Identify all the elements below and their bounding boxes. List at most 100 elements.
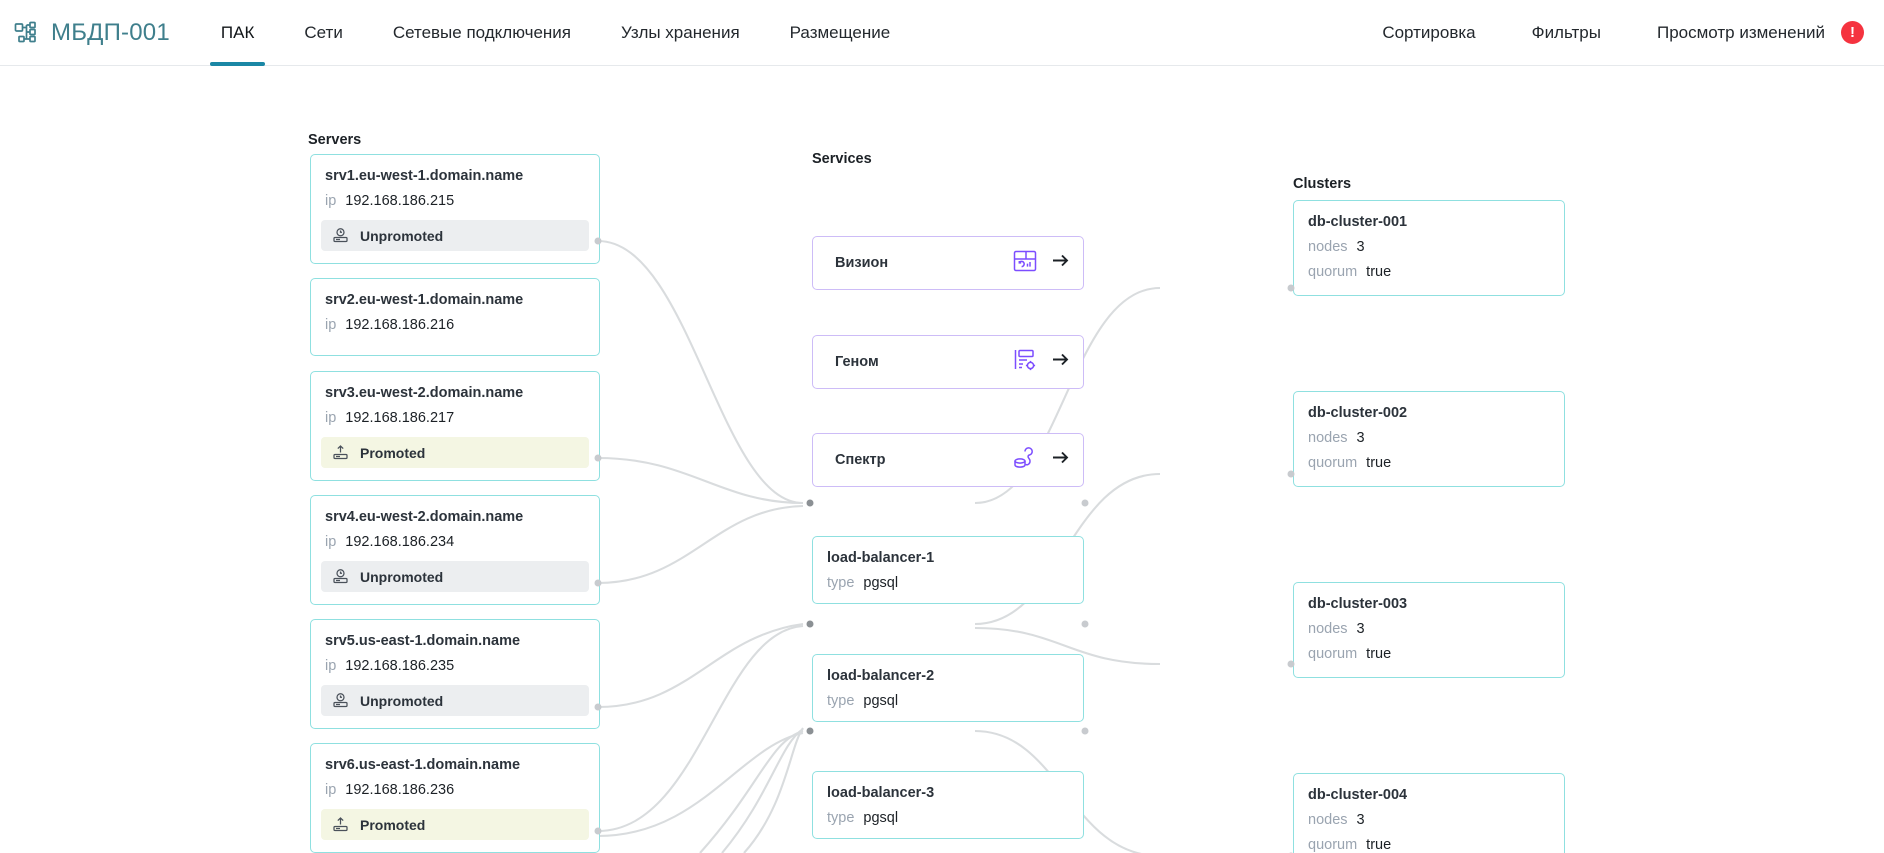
load-balancer-name: load-balancer-2 [827,668,935,684]
cluster-name: db-cluster-003 [1308,596,1408,612]
server-card[interactable]: srv2.eu-west-1.domain.name ip 192.168.18… [310,278,600,356]
load-balancer-card[interactable]: load-balancer-2 type pgsql [812,654,1084,722]
cluster-quorum-key: quorum [1308,455,1358,471]
header-actions: Сортировка Фильтры Просмотр изменений ! [1354,21,1884,44]
server-output-handle[interactable] [594,703,602,711]
upload-server-icon [332,444,349,461]
column-label-services: Services [812,151,872,167]
database-probe-icon[interactable] [1012,445,1038,476]
server-status-badge[interactable]: Unpromoted [321,220,589,251]
sort-button[interactable]: Сортировка [1382,22,1476,42]
cluster-card[interactable]: db-cluster-003 nodes 3 quorum true [1293,582,1565,678]
main-tabs: ПАК Сети Сетевые подключения Узлы хранен… [196,0,915,66]
cluster-nodes-key: nodes [1308,430,1348,446]
server-ip-key: ip [325,534,337,550]
server-status-badge[interactable]: Unpromoted [321,685,589,716]
lb-input-handle[interactable] [806,499,814,507]
dashboard-grid-icon[interactable] [1012,248,1038,279]
cluster-input-handle[interactable] [1287,284,1295,292]
cluster-input-handle[interactable] [1287,470,1295,478]
cluster-nodes-value: 3 [1356,430,1365,446]
cluster-quorum-value: true [1366,837,1392,853]
tab-seti[interactable]: Сети [304,22,343,42]
app-header: МБДП-001 ПАК Сети Сетевые подключения Уз… [0,0,1884,66]
upload-server-icon [332,816,349,833]
service-card[interactable]: Спектр [812,433,1084,487]
column-label-servers: Servers [308,132,362,148]
server-status-badge[interactable]: Unpromoted [321,561,589,592]
cluster-nodes-row: nodes 3 [1294,803,1564,828]
server-ip-key: ip [325,317,337,333]
tab-pak[interactable]: ПАК [196,0,279,66]
server-status-badge[interactable]: Promoted [321,437,589,468]
server-name: srv4.eu-west-2.domain.name [325,509,524,525]
cluster-nodes-key: nodes [1308,239,1348,255]
load-balancer-card[interactable]: load-balancer-3 type pgsql [812,771,1084,839]
server-ip-key: ip [325,193,337,209]
service-name: Геном [835,354,879,370]
server-gear-icon[interactable] [1012,347,1038,378]
topology-canvas[interactable]: Servers Services Clusters srv1.eu-west-1… [0,66,1884,853]
server-status-label: Unpromoted [360,227,444,244]
cluster-quorum-row: quorum true [1294,637,1564,662]
arrow-right-icon[interactable] [1050,250,1071,276]
view-changes-button[interactable]: Просмотр изменений [1656,22,1825,42]
cluster-card[interactable]: db-cluster-002 nodes 3 quorum true [1293,391,1565,487]
load-balancer-card[interactable]: load-balancer-1 type pgsql [812,536,1084,604]
lb-output-handle[interactable] [1081,620,1089,628]
load-balancer-type-key: type [827,693,855,709]
lb-input-handle[interactable] [806,620,814,628]
server-output-handle[interactable] [594,237,602,245]
server-ip-row: ip 192.168.186.236 [311,773,599,798]
server-card[interactable]: srv4.eu-west-2.domain.name ip 192.168.18… [310,495,600,605]
lb-output-handle[interactable] [1081,499,1089,507]
server-name: srv5.us-east-1.domain.name [325,633,521,649]
server-card[interactable]: srv6.us-east-1.domain.name ip 192.168.18… [310,743,600,853]
load-balancer-type-row: type pgsql [813,801,1083,826]
cluster-input-handle[interactable] [1287,660,1295,668]
server-ip-value: 192.168.186.215 [345,193,455,209]
service-card[interactable]: Геном [812,335,1084,389]
server-ip-row: ip 192.168.186.217 [311,401,599,426]
cluster-nodes-key: nodes [1308,621,1348,637]
server-status-label: Unpromoted [360,692,444,709]
cluster-card[interactable]: db-cluster-001 nodes 3 quorum true [1293,200,1565,296]
lb-input-handle[interactable] [806,727,814,735]
load-balancer-type-key: type [827,575,855,591]
server-card[interactable]: srv3.eu-west-2.domain.name ip 192.168.18… [310,371,600,481]
server-output-handle[interactable] [594,827,602,835]
arrow-right-icon[interactable] [1050,447,1071,473]
load-balancer-type-row: type pgsql [813,566,1083,591]
server-status-badge[interactable]: Promoted [321,809,589,840]
server-ip-value: 192.168.186.235 [345,658,455,674]
load-balancer-type-value: pgsql [863,575,899,591]
load-balancer-type-key: type [827,810,855,826]
server-name: srv2.eu-west-1.domain.name [325,292,524,308]
server-card[interactable]: srv1.eu-west-1.domain.name ip 192.168.18… [310,154,600,264]
cluster-card[interactable]: db-cluster-004 nodes 3 quorum true [1293,773,1565,853]
cluster-name: db-cluster-004 [1308,787,1408,803]
cluster-quorum-key: quorum [1308,264,1358,280]
tab-storage-nodes[interactable]: Узлы хранения [621,22,740,42]
arrow-right-icon[interactable] [1050,349,1071,375]
server-output-handle[interactable] [594,579,602,587]
server-output-handle[interactable] [594,454,602,462]
alert-badge-icon[interactable]: ! [1841,21,1864,44]
brand: МБДП-001 [0,19,196,47]
tab-placement[interactable]: Размещение [789,22,891,42]
cluster-nodes-value: 3 [1356,812,1365,828]
service-card[interactable]: Визион [812,236,1084,290]
tab-network-connections[interactable]: Сетевые подключения [392,22,571,42]
cluster-quorum-key: quorum [1308,837,1358,853]
cluster-nodes-value: 3 [1356,621,1365,637]
lb-output-handle[interactable] [1081,727,1089,735]
server-ip-row: ip 192.168.186.234 [311,525,599,550]
cluster-nodes-row: nodes 3 [1294,421,1564,446]
clock-server-icon [332,568,349,585]
filters-button[interactable]: Фильтры [1531,22,1601,42]
cluster-nodes-key: nodes [1308,812,1348,828]
cluster-quorum-value: true [1366,646,1392,662]
server-card[interactable]: srv5.us-east-1.domain.name ip 192.168.18… [310,619,600,729]
clock-server-icon [332,692,349,709]
server-ip-value: 192.168.186.234 [345,534,455,550]
